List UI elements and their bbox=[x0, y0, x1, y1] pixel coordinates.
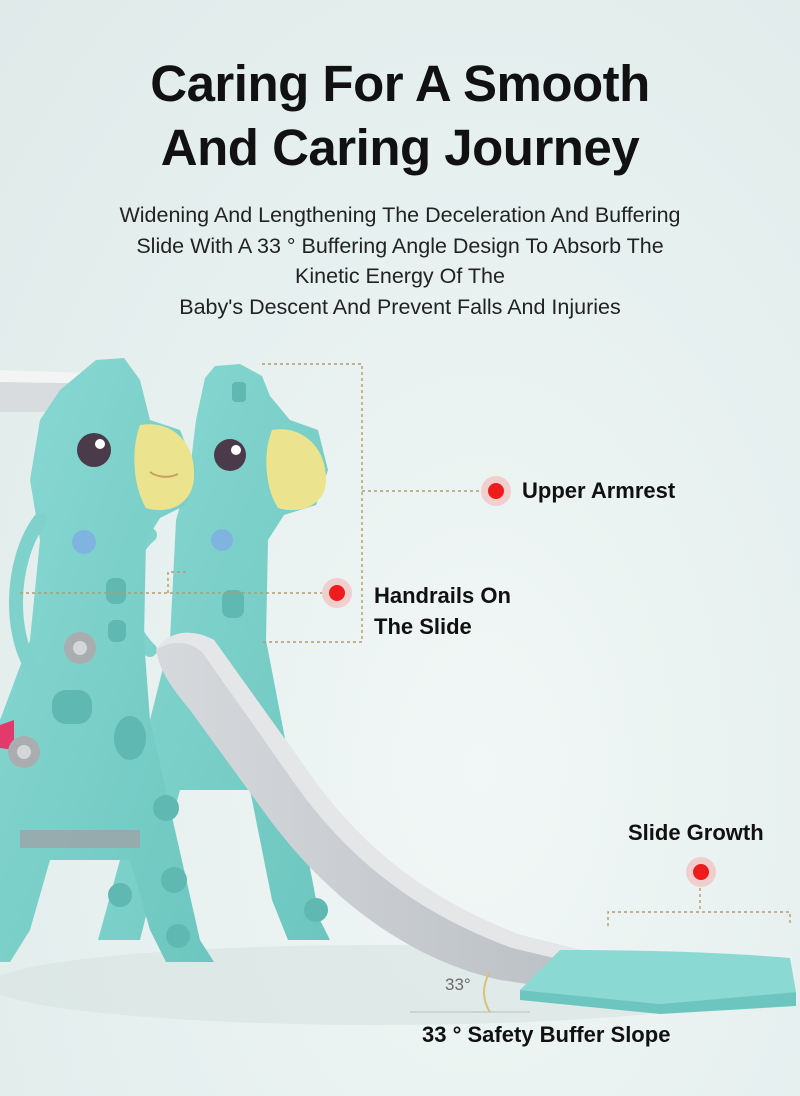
description-line-3: Kinetic Energy Of The bbox=[295, 264, 505, 288]
slide-growth-label: Slide Growth bbox=[628, 820, 764, 845]
description-line-4: Baby's Descent And Prevent Falls And Inj… bbox=[179, 294, 621, 319]
front-giraffe-panel bbox=[0, 358, 214, 962]
slide-growth-marker bbox=[686, 857, 716, 887]
handrails-marker bbox=[322, 578, 352, 608]
description-line-2: Slide With A 33 ° Buffering Angle Design… bbox=[136, 233, 664, 258]
slide-chute bbox=[156, 632, 796, 1014]
handrails-label-line-1: Handrails On bbox=[374, 583, 511, 608]
headline: Caring For A Smooth And Caring Journey bbox=[0, 52, 800, 180]
handrails-label-line-2: The Slide bbox=[374, 614, 472, 639]
headline-line-1: Caring For A Smooth bbox=[150, 55, 650, 112]
callout-leader-lines bbox=[20, 363, 791, 926]
angle-marker bbox=[410, 971, 530, 1013]
description-line-1: Widening And Lengthening The Deceleratio… bbox=[119, 203, 681, 227]
handrails-label: Handrails On The Slide bbox=[374, 580, 511, 642]
description: Widening And Lengthening The Deceleratio… bbox=[40, 200, 760, 322]
upper-armrest-marker bbox=[481, 476, 511, 506]
angle-degree-label: 33° bbox=[445, 975, 471, 994]
headline-line-2: And Caring Journey bbox=[160, 119, 640, 176]
upper-armrest-label: Upper Armrest bbox=[522, 478, 676, 503]
safety-buffer-slope-label: 33 ° Safety Buffer Slope bbox=[422, 1022, 671, 1047]
